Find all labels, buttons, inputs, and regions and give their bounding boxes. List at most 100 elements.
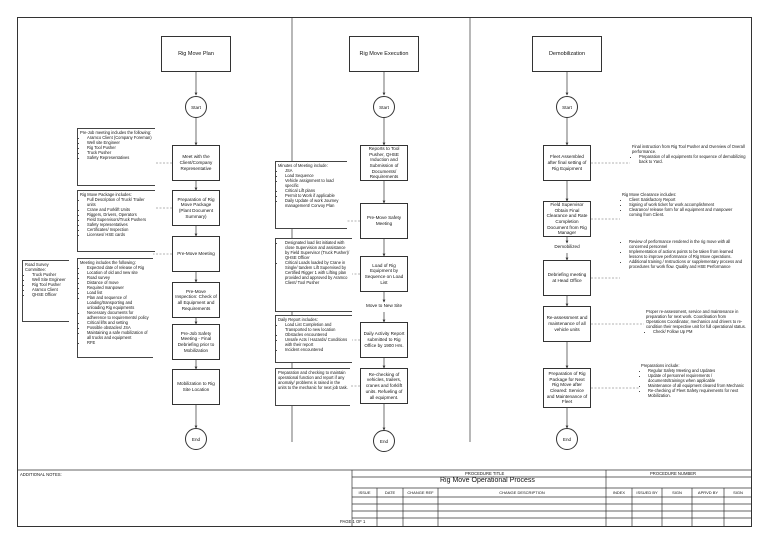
note-item: QHSE Officer: [32, 292, 67, 297]
note-minutes-title: Minutes of Meeting include:: [278, 163, 328, 168]
note-minutes-of-meeting: Minutes of Meeting include: JSA Load Seq…: [275, 161, 347, 229]
note-item: Location of old and new site: [87, 270, 151, 275]
note-meeting-title: Meeting includes the following:: [80, 260, 136, 265]
note-load-supervision: Designated load list initiated with clos…: [275, 238, 352, 312]
note-item: Necessary documents for adherence to req…: [87, 310, 151, 320]
note-item: Safety Representatives: [87, 155, 153, 160]
note-item: Possible obstacles/ JSA: [87, 325, 151, 330]
note-item: Unsafe Acts / Hazards/ Conditions with t…: [285, 337, 350, 347]
note-item: Clearance/ release form for all equipmen…: [629, 207, 744, 217]
note-item: Signing of work ticket for work accompli…: [629, 202, 744, 207]
demob-fleet-node: Fleet Assembled after final setting of R…: [543, 145, 591, 181]
note-item: Expected date of release of Rig: [87, 265, 151, 270]
exec-daily-report-node: Daily Activity Report submitted to Rig O…: [360, 322, 408, 358]
column-header-change-description: CHANGE DESCRIPTION: [499, 490, 545, 495]
note-item: Rig Tool Pusher: [32, 282, 67, 287]
exec-recheck-node: Re-checking of vehicles, trailers, crane…: [360, 368, 408, 404]
plan-mobilization-node: Mobilization to Rig Site Location: [172, 369, 220, 405]
column-header-index: INDEX: [612, 490, 626, 495]
note-performance-review: Review of performance rendered in the ri…: [620, 238, 748, 304]
note-item: Maintaining a safe mobilization of all t…: [87, 330, 151, 340]
note-item: Crane and Forklift Units: [87, 207, 153, 212]
header-demobilization: Demobilization: [532, 36, 602, 72]
note-item: Safety representatives: [87, 222, 153, 227]
column-header-change-ref: CHANGE REF: [407, 490, 434, 495]
plan-pre-move-meeting-node: Pre-Move Meeting: [172, 236, 220, 272]
note-item: Required manpower: [87, 285, 151, 290]
note-item: Designated load list initiated with clos…: [285, 240, 350, 260]
note-item: Truck Pusher: [32, 272, 67, 277]
procedure-number-label: PROCEDURE NUMBER: [650, 471, 697, 476]
note-item: Certificates/ Inspection: [87, 227, 153, 232]
plan-package-node: Preparation of Rig Move Package (Plant D…: [172, 190, 220, 226]
column-header-aprvd-by: APRVD BY: [697, 490, 719, 495]
header-rig-move-plan: Rig Move Plan: [161, 36, 231, 72]
exec-move-label: Move to New Site: [366, 303, 402, 308]
additional-notes-label: ADDITIONAL NOTES:: [20, 472, 62, 477]
demob-end-node: End: [556, 428, 578, 450]
exec-start-node: Start: [373, 96, 395, 118]
demob-start-node: Start: [556, 96, 578, 118]
exec-safety-meeting-node: Pre-Move Safety Meeting: [360, 203, 408, 239]
procedure-title-label: PROCEDURE TITLE: [465, 471, 505, 476]
note-item: Full Description of Truck/ Trailer units: [87, 197, 153, 207]
note-item: Critical Loads loaded by Crane in Single…: [285, 260, 350, 285]
note-item: Plan and sequence of Loading/transportin…: [87, 295, 151, 310]
note-preparation-text: Preparation and checking to maintain ope…: [278, 370, 348, 390]
note-item: Road survey: [87, 275, 151, 280]
demob-reassess-node: Re-assessment and maintenance of all veh…: [543, 306, 591, 342]
note-meeting-agenda: Meeting includes the following: Expected…: [77, 258, 153, 358]
column-header-issued-by: ISSUED BY: [636, 490, 658, 495]
plan-meet-client-node: Meet with the Client/Company Representat…: [172, 145, 220, 181]
note-item: Vehicle assignment to load specific: [285, 178, 345, 188]
exec-end-node: End: [373, 430, 395, 452]
exec-reports-node: Reports to Tool Pusher, QHSE Induction a…: [360, 145, 408, 181]
demob-demobilized-label: Demobilized: [554, 244, 580, 249]
note-item: Check/ Follow Up PM: [653, 329, 746, 334]
note-item: Riggers, Drivers, Operators: [87, 212, 153, 217]
note-item: Well site Engineer: [87, 140, 153, 145]
column-header-sign: SIGN: [672, 490, 682, 495]
note-preparation-checking: Preparation and checking to maintain ope…: [275, 368, 350, 406]
note-item: Permit to Work if applicable: [285, 193, 345, 198]
note-item: Rig Tool Pusher: [87, 145, 153, 150]
note-final-instruction: Final instruction from Rig Tool Pusher a…: [630, 143, 748, 183]
exec-load-node: Load of Rig Equipment by Sequence on Loa…: [360, 256, 408, 292]
column-header-sign-2: SIGN: [733, 490, 743, 495]
note-survey-title: Road Survey Committee:: [25, 262, 49, 272]
note-item: Load Sequence: [285, 173, 345, 178]
note-item: Aramco Client (Company Foreman): [87, 135, 153, 140]
note-reassess-text: Proper re-assessment, service and mainte…: [646, 309, 746, 329]
note-item: Update of personnel requirements / docum…: [648, 373, 747, 383]
note-item: Additional training / Instructions or su…: [629, 259, 746, 269]
note-item: Maintenance of all equipment cleared fro…: [648, 383, 747, 388]
note-item: Load List Completion and Transported to …: [285, 322, 350, 332]
column-header-issue: ISSUE: [358, 490, 371, 495]
note-item: Daily Update of work Journey management/…: [285, 198, 345, 208]
note-daily-report: Daily Report includes: Load List Complet…: [275, 315, 352, 363]
diagram-frame: [17, 17, 752, 527]
note-package-title: Rig Move Package includes:: [80, 192, 132, 197]
page-number: PAGE 1 OF 1: [340, 519, 366, 524]
plan-end-node: End: [185, 428, 207, 450]
demob-package-node: Preparation of Rig Package for Next Rig …: [543, 368, 591, 408]
note-final-text: Final instruction from Rig Tool Pusher a…: [632, 144, 745, 154]
note-item: Review of performance rendered in the ri…: [629, 239, 746, 249]
note-preparations: Preparations include: Regular Safety Mee…: [639, 362, 749, 420]
note-item: Incident encountered: [285, 347, 350, 352]
note-item: Critical Lift plans: [285, 188, 345, 193]
note-item: Licenses/ HSE cards: [87, 232, 153, 237]
plan-prejob-safety-node: Pre-Job Safety Meeting - Final Debriefin…: [172, 324, 220, 360]
note-road-survey: Road Survey Committee: Truck Pusher Well…: [22, 260, 69, 322]
note-item: Obstacles encountered: [285, 332, 350, 337]
note-rig-move-package: Rig Move Package includes: Full Descript…: [77, 190, 155, 252]
procedure-title: Rig Move Operational Process: [440, 477, 535, 484]
note-preparations-title: Preparations include:: [641, 363, 680, 368]
demob-clearance-node: Field Supervisor Obtain Final Clearance …: [543, 201, 591, 237]
note-clearance: Rig Move Clearance includes: Client Sati…: [620, 191, 746, 237]
note-item: Preparation of all equipments for sequen…: [639, 154, 746, 164]
note-item: Well Site Engineer: [32, 277, 67, 282]
plan-inspection-node: Pre-Move Inspection: Check of all Equipm…: [172, 282, 220, 318]
note-prejob-attendees: Pre-Job meeting includes the following: …: [77, 128, 155, 186]
note-item: JSA: [285, 168, 345, 173]
